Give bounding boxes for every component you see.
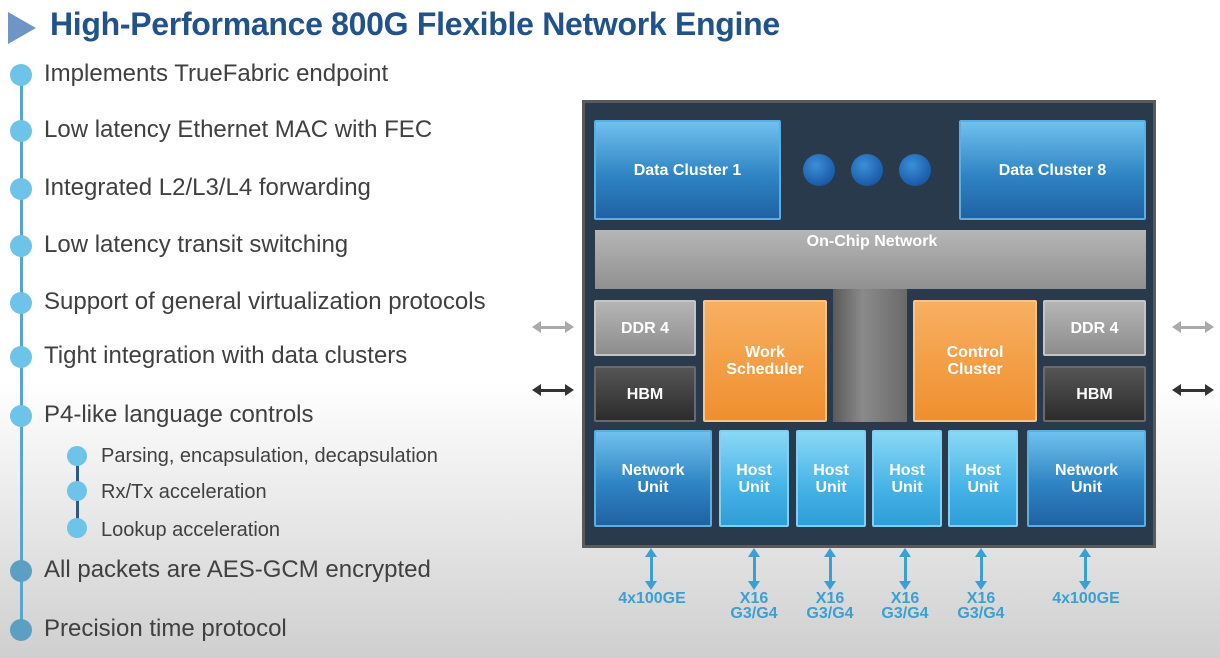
host-unit: Host Unit [948, 430, 1018, 527]
bullet-dot [10, 120, 32, 142]
data-cluster-8: Data Cluster 8 [959, 120, 1146, 220]
on-chip-network-label: On-Chip Network [806, 233, 938, 250]
host-port-label: X16 G3/G4 [881, 590, 929, 622]
bullet-item: Integrated L2/L3/L4 forwarding [44, 174, 371, 201]
hbm-right-double-arrow-icon [1172, 384, 1214, 396]
host-unit: Host Unit [719, 430, 789, 527]
hbm-left: HBM [594, 366, 696, 422]
bullet-dot [10, 405, 32, 427]
network-unit-right: Network Unit [1027, 430, 1146, 527]
bullet-item: P4-like language controls [44, 401, 314, 428]
bullet-item: Low latency transit switching [44, 231, 349, 258]
host-double-arrow-icon [975, 548, 987, 590]
host-unit: Host Unit [872, 430, 942, 527]
sub-bullet-item: Rx/Tx acceleration [101, 481, 267, 503]
host-double-arrow-icon [899, 548, 911, 590]
bullet-dot [10, 346, 32, 368]
ellipsis-dot-icon [803, 154, 835, 186]
ellipsis-dot-icon [851, 154, 883, 186]
hbm-right: HBM [1043, 366, 1146, 422]
bullet-dot [10, 235, 32, 257]
chip-diagram: Data Cluster 1 Data Cluster 8 On-Chip Ne… [582, 100, 1156, 548]
eth-port-label-right: 4x100GE [1052, 590, 1120, 607]
host-port-label: X16 G3/G4 [730, 590, 778, 622]
ddr4-left-double-arrow-icon [532, 321, 574, 333]
hbm-left-double-arrow-icon [532, 384, 574, 396]
data-cluster-1: Data Cluster 1 [594, 120, 781, 220]
sub-bullet-item: Lookup acceleration [101, 519, 281, 541]
on-chip-network-bar [595, 230, 1146, 289]
eth-left-double-arrow-icon [645, 548, 657, 590]
control-cluster: Control Cluster [913, 300, 1037, 422]
bullet-item: Support of general virtualization protoc… [44, 288, 486, 315]
bullet-item: Implements TrueFabric endpoint [44, 60, 389, 87]
sub-bullet-dot [67, 518, 87, 538]
bullet-dot [10, 64, 32, 86]
page-title: High-Performance 800G Flexible Network E… [50, 6, 780, 42]
bullet-dot [10, 619, 32, 641]
ddr4-right: DDR 4 [1043, 300, 1146, 356]
eth-right-double-arrow-icon [1079, 548, 1091, 590]
bullet-item: Tight integration with data clusters [44, 342, 408, 369]
title-arrow-icon [8, 12, 36, 44]
bullet-item: Low latency Ethernet MAC with FEC [44, 116, 433, 143]
bullet-item: Precision time protocol [44, 615, 287, 642]
bullet-dot [10, 178, 32, 200]
bullet-dot [10, 292, 32, 314]
host-double-arrow-icon [824, 548, 836, 590]
host-port-label: X16 G3/G4 [957, 590, 1005, 622]
host-double-arrow-icon [748, 548, 760, 590]
work-scheduler: Work Scheduler [703, 300, 827, 422]
sub-bullet-dot [67, 446, 87, 466]
bullet-item: All packets are AES-GCM encrypted [44, 556, 431, 583]
ddr4-right-double-arrow-icon [1172, 321, 1214, 333]
on-chip-network-stem [833, 289, 907, 422]
host-unit: Host Unit [796, 430, 866, 527]
sub-bullet-item: Parsing, encapsulation, decapsulation [101, 445, 438, 467]
network-unit-left: Network Unit [594, 430, 712, 527]
bullet-dot [10, 560, 32, 582]
sub-bullet-dot [67, 481, 87, 501]
ddr4-left: DDR 4 [594, 300, 696, 356]
eth-port-label-left: 4x100GE [618, 590, 686, 607]
host-port-label: X16 G3/G4 [806, 590, 854, 622]
ellipsis-dot-icon [899, 154, 931, 186]
